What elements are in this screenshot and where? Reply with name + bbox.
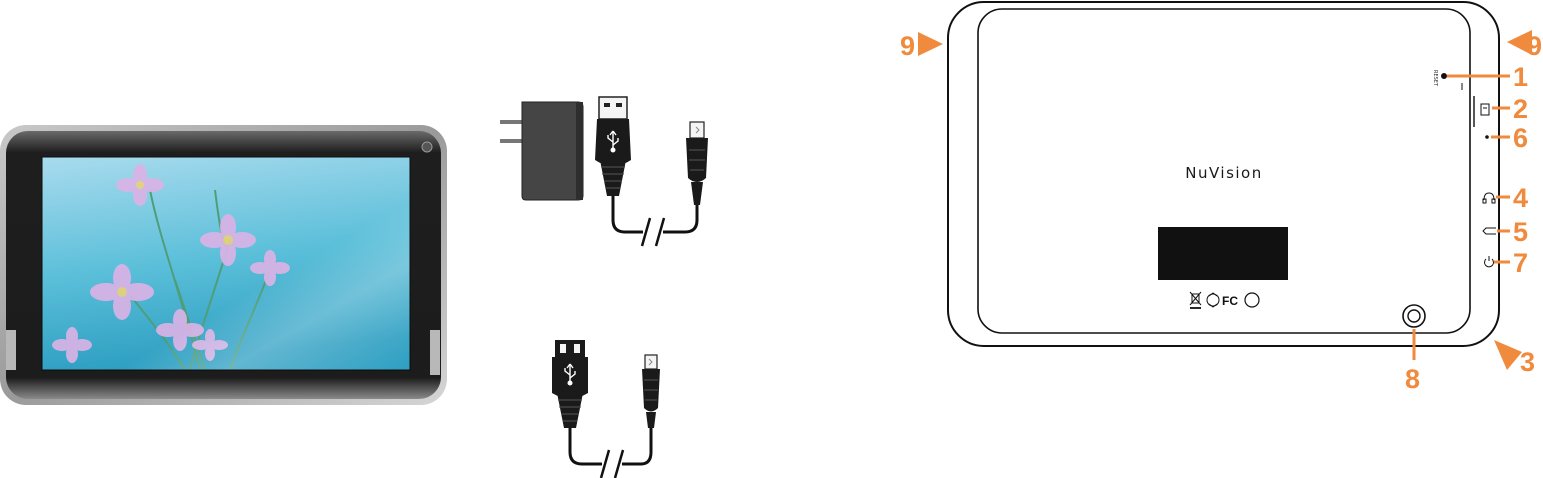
microphone-icon	[1485, 135, 1489, 139]
callout-1: 1	[1513, 62, 1528, 92]
screen-wallpaper	[42, 157, 410, 370]
front-camera-icon	[422, 142, 432, 152]
right-bezel-highlight	[430, 330, 440, 375]
label-plate	[1158, 227, 1288, 280]
usb-otg-cable	[552, 340, 660, 478]
usb-a-plug	[595, 97, 631, 196]
callout-3: 3	[1520, 347, 1535, 377]
callout-6: 6	[1513, 123, 1528, 153]
tablet-back: NuVision FC RESET	[918, 2, 1532, 370]
tablet-front	[0, 125, 447, 405]
otg-cable-wire	[570, 428, 651, 464]
callout-9-left: 9	[900, 31, 915, 61]
callout-2: 2	[1513, 94, 1528, 124]
cable-break-mark	[601, 450, 623, 478]
ac-adapter-prong-bottom	[500, 139, 524, 143]
arrow-9-left-icon	[918, 32, 943, 56]
fc-mark: FC	[1222, 294, 1238, 308]
svg-text:RESET: RESET	[1432, 70, 1438, 87]
ac-adapter-with-usb-cable	[500, 97, 708, 246]
usb-a-female-plug	[552, 340, 588, 428]
rear-camera-icon	[1403, 305, 1425, 327]
ac-adapter-body	[522, 102, 583, 200]
callout-4: 4	[1513, 183, 1528, 213]
arrow-3-icon	[1494, 340, 1522, 370]
callout-7: 7	[1513, 248, 1528, 278]
callout-5: 5	[1513, 217, 1528, 247]
callout-9-right: 9	[1527, 31, 1542, 61]
micro-usb-plug	[642, 355, 660, 428]
usb-cable	[613, 196, 697, 232]
ac-adapter-edge	[576, 102, 583, 200]
left-bezel-highlight	[6, 330, 16, 370]
micro-usb-metal-tip	[690, 122, 704, 138]
cable-break-mark	[642, 218, 664, 246]
brand-logo: NuVision	[1185, 164, 1263, 182]
ac-adapter-prong-top	[500, 120, 524, 124]
callout-8: 8	[1405, 364, 1420, 394]
micro-usb-plug	[686, 122, 708, 205]
usb-a-metal-shell	[599, 97, 627, 119]
